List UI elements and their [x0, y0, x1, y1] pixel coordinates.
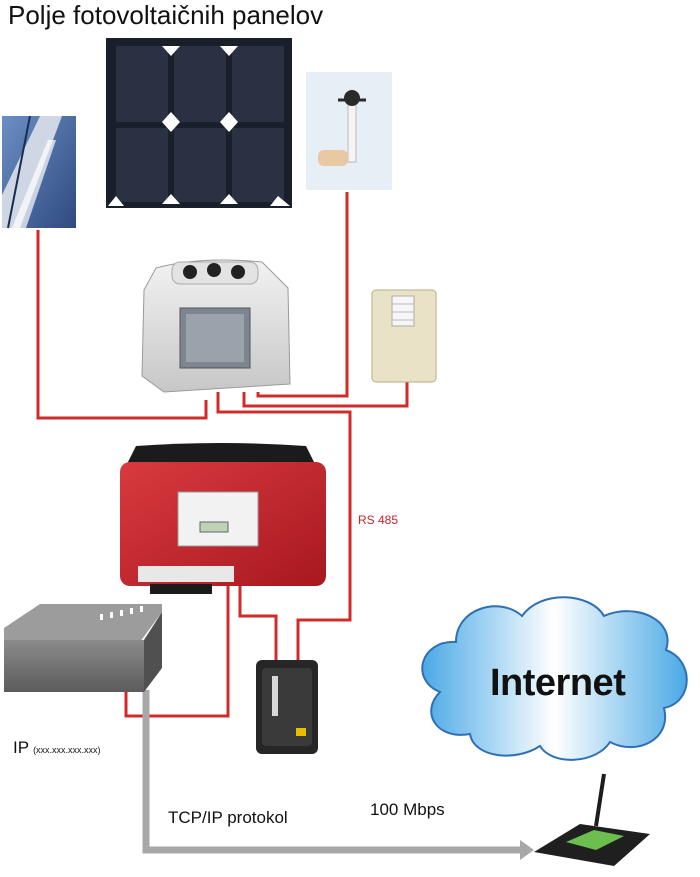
wire-sensorbox-to-bus: [216, 392, 352, 660]
ip-text: IP: [13, 738, 30, 757]
rs485-label: RS 485: [358, 513, 399, 527]
rs485-wiring: [36, 192, 409, 718]
wire-temp-to-sensorbox: [242, 380, 409, 408]
wireless-router-icon: [534, 773, 650, 866]
wire-inverter-to-injector: [238, 586, 278, 660]
anemometer-icon: [306, 72, 392, 190]
solar-cell-closeup-icon: [2, 115, 76, 229]
ip-label: IP(xxx.xxx.xxx.xxx): [13, 738, 101, 758]
solar-panel-icon: [106, 38, 292, 208]
speed-label: 100 Mbps: [370, 800, 445, 819]
ethernet-pipe: [142, 690, 534, 860]
wire-cell-to-sensorbox: [36, 230, 208, 420]
ip-placeholder: (xxx.xxx.xxx.xxx): [33, 745, 101, 755]
internet-cloud-icon: [421, 596, 688, 761]
diagram-title: Polje fotovoltaičnih panelov: [8, 0, 324, 30]
internet-label: Internet: [490, 662, 626, 704]
wire-inverter-to-router: [124, 586, 230, 718]
wire-anemometer-to-sensorbox: [256, 192, 349, 398]
inverter-icon: [120, 443, 326, 594]
sensor-box-icon: [141, 259, 291, 393]
data-logger-router-icon: [4, 604, 162, 692]
protocol-label: TCP/IP protokol: [168, 808, 288, 827]
power-injector-icon: [256, 660, 318, 754]
temperature-sensor-icon: [371, 289, 437, 383]
